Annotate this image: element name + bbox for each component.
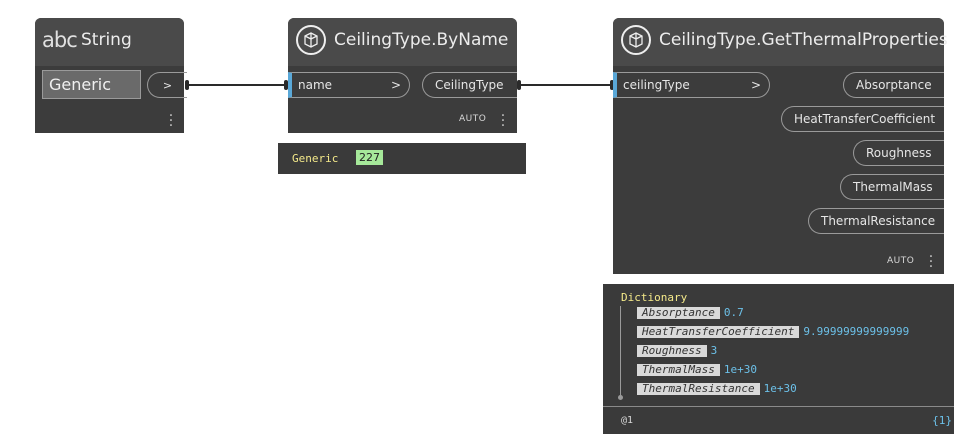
port-arrow: >: [750, 78, 761, 92]
ceilingtype-output-port[interactable]: CeilingType: [422, 72, 517, 98]
element-id-badge[interactable]: 227: [356, 150, 383, 165]
dict-key: ThermalResistance: [637, 383, 760, 395]
node-header[interactable]: [613, 18, 944, 66]
wire-start-cap: [185, 80, 189, 90]
dict-value: 0.7: [723, 306, 744, 319]
count-label: {1}: [932, 414, 952, 427]
dict-value: 1e+30: [723, 363, 757, 376]
heattransfercoefficient-output-port[interactable]: HeatTransferCoefficient: [781, 106, 944, 132]
node-header[interactable]: [35, 18, 184, 66]
dict-key: Absorptance: [637, 307, 720, 319]
dict-value: 1e+30: [763, 382, 797, 395]
node-menu-icon[interactable]: ···: [928, 249, 934, 275]
string-node[interactable]: abc String Generic > ···: [35, 18, 187, 134]
thermal-node[interactable]: CeilingType.GetThermalProperties ceiling…: [613, 18, 948, 275]
node-title: CeilingType.GetThermalProperties: [659, 30, 948, 50]
port-label: ceilingType: [623, 78, 690, 92]
port-label: Absorptance: [856, 78, 932, 92]
level-label: @1: [621, 415, 634, 426]
revit-ceiling-icon: [621, 25, 651, 55]
node-menu-icon[interactable]: ···: [500, 108, 506, 134]
lacing-label[interactable]: AUTO: [887, 256, 915, 266]
revit-ceiling-icon: [296, 25, 326, 55]
name-input-port[interactable]: name >: [288, 72, 410, 98]
thermalmass-output-port[interactable]: ThermalMass: [840, 174, 944, 200]
port-label: name: [298, 78, 333, 92]
preview-value: Generic: [292, 152, 339, 165]
port-label: HeatTransferCoefficient: [794, 112, 936, 126]
lacing-label[interactable]: AUTO: [459, 114, 487, 124]
node-title: String: [81, 30, 132, 50]
string-output-port[interactable]: >: [147, 72, 187, 98]
port-label: CeilingType: [435, 78, 504, 92]
string-value-input[interactable]: Generic: [42, 70, 141, 99]
port-label: ThermalResistance: [821, 214, 936, 228]
node-menu-icon[interactable]: ···: [168, 108, 174, 134]
byname-preview[interactable]: Generic 227: [278, 143, 526, 174]
dict-value: 9.99999999999999: [803, 325, 910, 338]
node-title: CeilingType.ByName: [334, 30, 509, 50]
dict-key: Roughness: [637, 345, 707, 357]
port-arrow: >: [390, 78, 401, 92]
tree-line: [620, 306, 621, 398]
abc-icon: abc: [42, 28, 78, 52]
node-header[interactable]: [288, 18, 517, 66]
absorptance-output-port[interactable]: Absorptance: [843, 72, 944, 98]
dict-key: HeatTransferCoefficient: [637, 326, 800, 338]
byname-node[interactable]: CeilingType.ByName name > CeilingType AU…: [288, 18, 517, 133]
dict-key: ThermalMass: [637, 364, 720, 376]
dict-value: 3: [710, 344, 718, 357]
roughness-output-port[interactable]: Roughness: [853, 140, 944, 166]
wire-ceilingtype-to-input[interactable]: [518, 84, 612, 86]
preview-type-label: Dictionary: [621, 291, 688, 304]
ceilingtype-input-port[interactable]: ceilingType >: [613, 72, 770, 98]
output-arrow: >: [162, 79, 173, 92]
wire-end-cap: [284, 80, 288, 90]
wire-string-to-name[interactable]: [186, 84, 286, 86]
port-label: Roughness: [866, 146, 932, 160]
preview-divider: [603, 406, 954, 407]
port-label: ThermalMass: [853, 180, 933, 194]
tree-dot: [618, 395, 623, 400]
wire-end-cap: [610, 80, 614, 90]
wire-start-cap: [517, 80, 521, 90]
thermalresistance-output-port[interactable]: ThermalResistance: [808, 208, 944, 234]
